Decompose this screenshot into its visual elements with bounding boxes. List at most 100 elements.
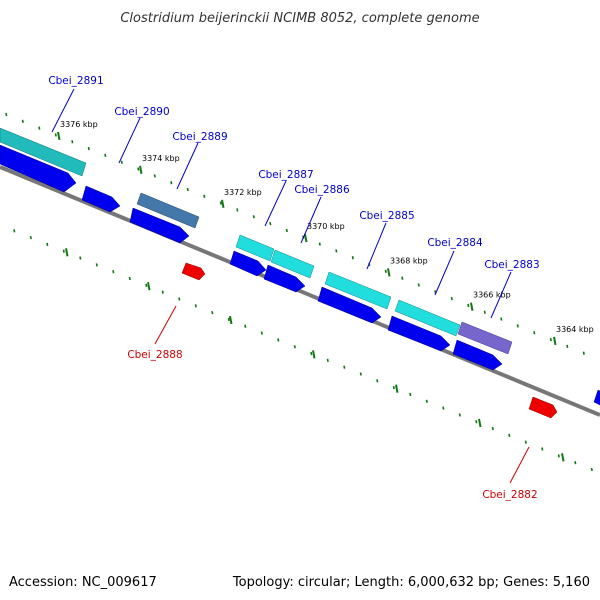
leader-line: [490, 271, 512, 319]
cds-arrow[interactable]: [317, 286, 382, 324]
guide-dot: [483, 310, 486, 314]
guide-dot: [227, 317, 230, 322]
tick-mark: [65, 248, 69, 257]
guide-dot: [112, 270, 115, 274]
leader-line: [176, 142, 199, 190]
guide-dot: [409, 392, 412, 397]
guide-dot: [62, 249, 65, 253]
cds-track: [0, 144, 600, 406]
tick-mark: [221, 199, 225, 208]
guide-dot: [277, 338, 280, 342]
guide-dot: [79, 256, 82, 260]
guide-dot: [153, 174, 156, 178]
cds-arrow[interactable]: [81, 185, 121, 213]
gene-box-cbei-2891[interactable]: [0, 127, 87, 177]
gene-label[interactable]: Cbei_2884: [427, 237, 483, 249]
guide-dot: [137, 167, 140, 171]
guide-dot: [170, 181, 173, 185]
gene-label[interactable]: Cbei_2889: [172, 131, 227, 143]
guide-dot: [38, 126, 41, 130]
gene-label[interactable]: Cbei_2885: [359, 210, 414, 222]
tick-label: 3372 kbp: [224, 188, 262, 197]
guide-dot: [475, 420, 478, 424]
tick-mark: [147, 281, 151, 291]
guide-dot: [500, 317, 503, 321]
guide-dot: [425, 399, 428, 403]
tick-mark: [561, 453, 565, 462]
guide-dot: [335, 249, 338, 253]
cds-arrow[interactable]: [452, 339, 503, 371]
guide-dot: [467, 303, 470, 308]
leader-line: [154, 305, 177, 345]
guide-dot: [104, 153, 107, 158]
guide-dots: [5, 112, 593, 472]
tick-mark: [304, 233, 308, 243]
guide-dot: [442, 406, 445, 410]
guide-dot: [310, 351, 313, 356]
guide-dot: [203, 194, 206, 198]
tick-mark: [229, 315, 233, 325]
cds-arrow[interactable]: [129, 207, 190, 244]
guide-dot: [54, 133, 57, 137]
guide-dot: [533, 331, 536, 335]
cds-arrow[interactable]: [387, 315, 451, 352]
guide-dot: [161, 290, 164, 294]
guide-dot: [376, 379, 379, 383]
gene-label[interactable]: Cbei_2883: [484, 259, 539, 271]
guide-dot: [326, 358, 329, 363]
genome-backbone: [0, 165, 600, 417]
guide-dot: [351, 256, 354, 260]
cds-arrow[interactable]: [0, 144, 77, 193]
leader-line: [118, 117, 141, 164]
tick-label: 3374 kbp: [142, 154, 180, 163]
leader-line: [366, 222, 387, 270]
gene-box-cbei-2884[interactable]: [394, 299, 461, 337]
gene-box-cbei-2885[interactable]: [324, 271, 392, 310]
gene-box-cbei-2888[interactable]: [181, 262, 206, 281]
guide-dot: [582, 351, 585, 355]
cds-arrow[interactable]: [263, 264, 306, 293]
gene-label[interactable]: Cbei_2890: [114, 106, 169, 118]
cds-arrow[interactable]: [229, 250, 267, 277]
gene-label[interactable]: Cbei_2882: [482, 489, 537, 501]
tick-mark: [312, 350, 316, 359]
guide-dot: [524, 440, 527, 444]
guide-dot: [359, 372, 362, 376]
gene-label[interactable]: Cbei_2887: [258, 169, 313, 181]
guide-dot: [269, 221, 272, 226]
guide-dot: [145, 283, 148, 288]
guide-dot: [392, 385, 395, 390]
gene-box-cbei-2887[interactable]: [235, 234, 275, 262]
gene-box-cbei-2883[interactable]: [457, 321, 513, 355]
gene-label[interactable]: Cbei_2888: [127, 349, 182, 361]
guide-dot: [87, 146, 90, 151]
cds-arrow[interactable]: [593, 389, 600, 406]
guide-dot: [71, 140, 74, 144]
leader-line: [51, 88, 75, 133]
map-title: Clostridium beijerinckii NCIMB 8052, com…: [120, 11, 479, 26]
guide-dot: [236, 208, 239, 212]
genome-summary-text: Topology: circular; Length: 6,000,632 bp…: [232, 575, 590, 590]
gene-box-cbei-2886[interactable]: [270, 249, 315, 279]
gene-label[interactable]: Cbei_2886: [294, 184, 350, 196]
guide-dot: [128, 276, 131, 281]
gene-track: [0, 127, 513, 355]
gene-box-cbei-2889[interactable]: [136, 192, 200, 229]
guide-dot: [590, 467, 593, 472]
accession-text: Accession: NC_009617: [9, 575, 157, 590]
tick-label: 3368 kbp: [390, 256, 428, 265]
guide-dot: [541, 447, 544, 451]
guide-dot: [293, 345, 296, 349]
guide-dot: [417, 283, 420, 287]
leader-line: [300, 196, 322, 244]
leader-line: [434, 250, 455, 296]
guide-dot: [95, 263, 98, 267]
leader-line: [509, 446, 530, 484]
gene-label[interactable]: Cbei_2891: [48, 75, 103, 87]
guide-dot: [557, 454, 560, 458]
gene-box-cbei-2882[interactable]: [528, 396, 558, 419]
tick-mark: [57, 131, 61, 141]
guide-dot: [244, 324, 247, 328]
